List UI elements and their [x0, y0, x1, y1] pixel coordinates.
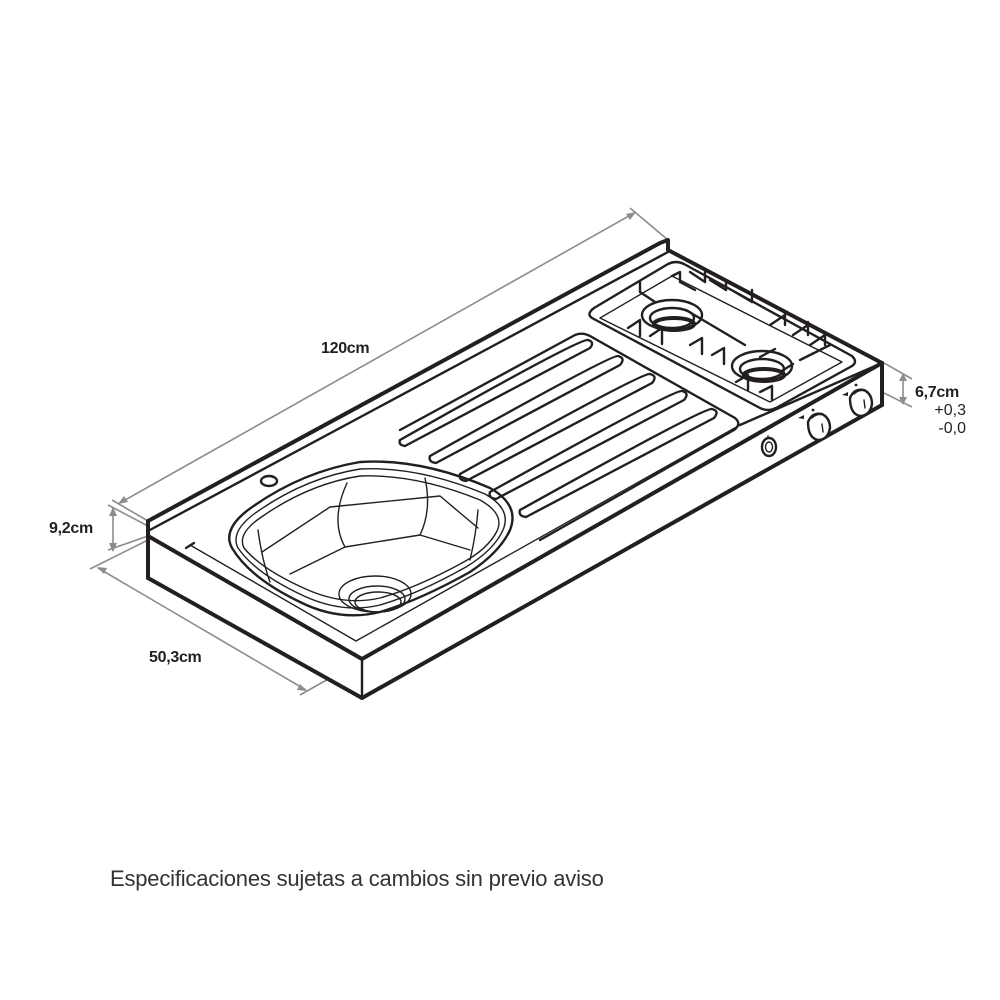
- sink-wall-seam: [469, 509, 479, 561]
- drainboard-rib: [398, 338, 594, 448]
- depth-label: 50,3cm: [149, 649, 202, 666]
- stove-panel-edge: [738, 361, 884, 427]
- height-left-extension-top: [107, 504, 149, 527]
- sink-wall-seam: [257, 529, 271, 583]
- backsplash-top-edge: [146, 238, 670, 523]
- sink-rim-inner-2: [241, 475, 500, 602]
- length-extension-right: [629, 207, 669, 241]
- depth-dimension-line: [97, 567, 307, 691]
- sink-bowl: [228, 460, 514, 617]
- sink-wall-seam: [337, 482, 348, 548]
- grate-bars: [626, 270, 832, 402]
- sink-outer-rim: [228, 460, 514, 617]
- length-label: 120cm: [321, 340, 370, 357]
- countertop-body: [146, 238, 884, 700]
- sink-wall-line: [261, 495, 479, 553]
- height-right-extension-top: [883, 362, 913, 380]
- faucet-hole-icon: [259, 474, 279, 488]
- sink-floor-line: [289, 534, 471, 575]
- burner-1: [640, 298, 704, 332]
- igniter-button: [760, 435, 778, 458]
- drainboard: [398, 332, 740, 542]
- drainboard-tray-outline: [398, 332, 740, 542]
- grate-frame: [588, 260, 857, 412]
- cooktop: [588, 260, 874, 458]
- surface-inner-left-corner: [184, 541, 196, 550]
- sink-rim-inner-1: [235, 468, 506, 609]
- control-knob-1: [798, 408, 832, 442]
- arrow-head-icon: [109, 507, 117, 516]
- height-right-extension-bottom: [883, 392, 913, 408]
- tolerance-minus-label: -0,0: [938, 420, 966, 437]
- control-knob-2: [842, 383, 874, 418]
- height-left-label: 9,2cm: [49, 520, 93, 537]
- dimension-lines: [89, 207, 913, 696]
- arrow-head-icon: [899, 373, 907, 381]
- length-extension-left: [111, 499, 149, 522]
- disclaimer-note: Especificaciones sujetas a cambios sin p…: [110, 866, 604, 891]
- grate-frame-inner: [599, 275, 843, 403]
- right-top-edge: [666, 248, 884, 365]
- drainboard-rib: [518, 407, 718, 519]
- height-right-label: 6,7cm: [915, 384, 959, 401]
- arrow-head-icon: [297, 684, 307, 691]
- arrow-head-icon: [626, 212, 636, 220]
- arrow-head-icon: [899, 397, 907, 405]
- arrow-head-icon: [109, 543, 117, 552]
- arrow-head-icon: [97, 567, 107, 574]
- surface-inner-front-lip: [189, 424, 741, 642]
- drain-hole: [354, 591, 402, 613]
- backsplash-front-edge: [146, 250, 670, 533]
- arrow-head-icon: [118, 496, 128, 504]
- tolerance-plus-label: +0,3: [934, 402, 966, 419]
- depth-extension-left: [89, 539, 149, 570]
- sink-wall-seam: [419, 477, 429, 536]
- drainboard-rib: [428, 354, 624, 465]
- length-dimension-line: [117, 211, 637, 505]
- drainboard-rib: [458, 372, 656, 483]
